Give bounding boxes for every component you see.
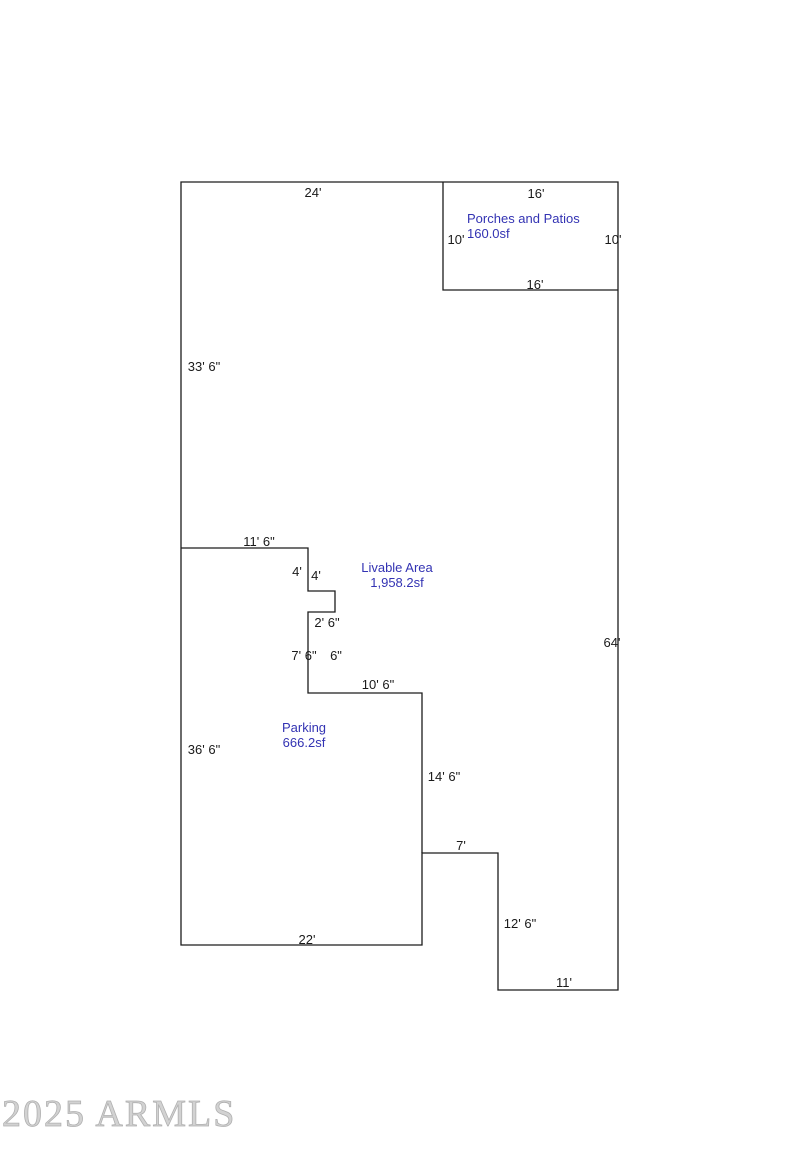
area-livable-sqft: 1,958.2sf bbox=[370, 575, 424, 590]
dim-bottom-parking: 22' bbox=[298, 932, 316, 947]
dim-porch-top: 16' bbox=[527, 186, 545, 201]
dim-notch-2-6: 2' 6" bbox=[314, 615, 340, 630]
area-porch-sqft: 160.0sf bbox=[467, 226, 510, 241]
dim-step-7: 7' bbox=[456, 838, 466, 853]
dim-left-upper: 33' 6" bbox=[187, 359, 221, 374]
dim-porch-right: 10' bbox=[604, 232, 622, 247]
dim-right-main: 64' bbox=[603, 635, 621, 650]
dim-notch-6: 6" bbox=[330, 648, 342, 663]
dim-notch-10-6: 10' 6" bbox=[361, 677, 395, 692]
dim-parking-right: 14' 6" bbox=[427, 769, 461, 784]
dim-left-lower: 36' 6" bbox=[187, 742, 221, 757]
armls-watermark: 2025 ARMLS bbox=[2, 1093, 237, 1136]
dim-porch-left: 10' bbox=[447, 232, 465, 247]
porch-divider-path bbox=[442, 182, 618, 291]
dim-notch-4b: 4' bbox=[311, 568, 321, 583]
dim-notch-4a: 4' bbox=[292, 564, 302, 579]
area-label-porch: Porches and Patios 160.0sf bbox=[467, 211, 580, 241]
area-label-parking: Parking 666.2sf bbox=[282, 720, 326, 750]
area-livable-name: Livable Area bbox=[361, 560, 433, 575]
dim-notch-7-6: 7' 6" bbox=[291, 648, 317, 663]
area-label-livable: Livable Area 1,958.2sf bbox=[361, 560, 433, 590]
parking-divider-path bbox=[181, 547, 423, 853]
area-parking-sqft: 666.2sf bbox=[282, 735, 326, 750]
dim-notch-top: 11' 6" bbox=[243, 534, 275, 549]
outer-boundary-path bbox=[180, 181, 619, 991]
area-porch-name: Porches and Patios bbox=[467, 211, 580, 226]
dim-porch-bottom: 16' bbox=[526, 277, 544, 292]
dim-top-main: 24' bbox=[304, 185, 322, 200]
dim-bottom-right: 11' bbox=[556, 975, 572, 990]
dim-step-12-6: 12' 6" bbox=[503, 916, 537, 931]
area-parking-name: Parking bbox=[281, 720, 327, 735]
